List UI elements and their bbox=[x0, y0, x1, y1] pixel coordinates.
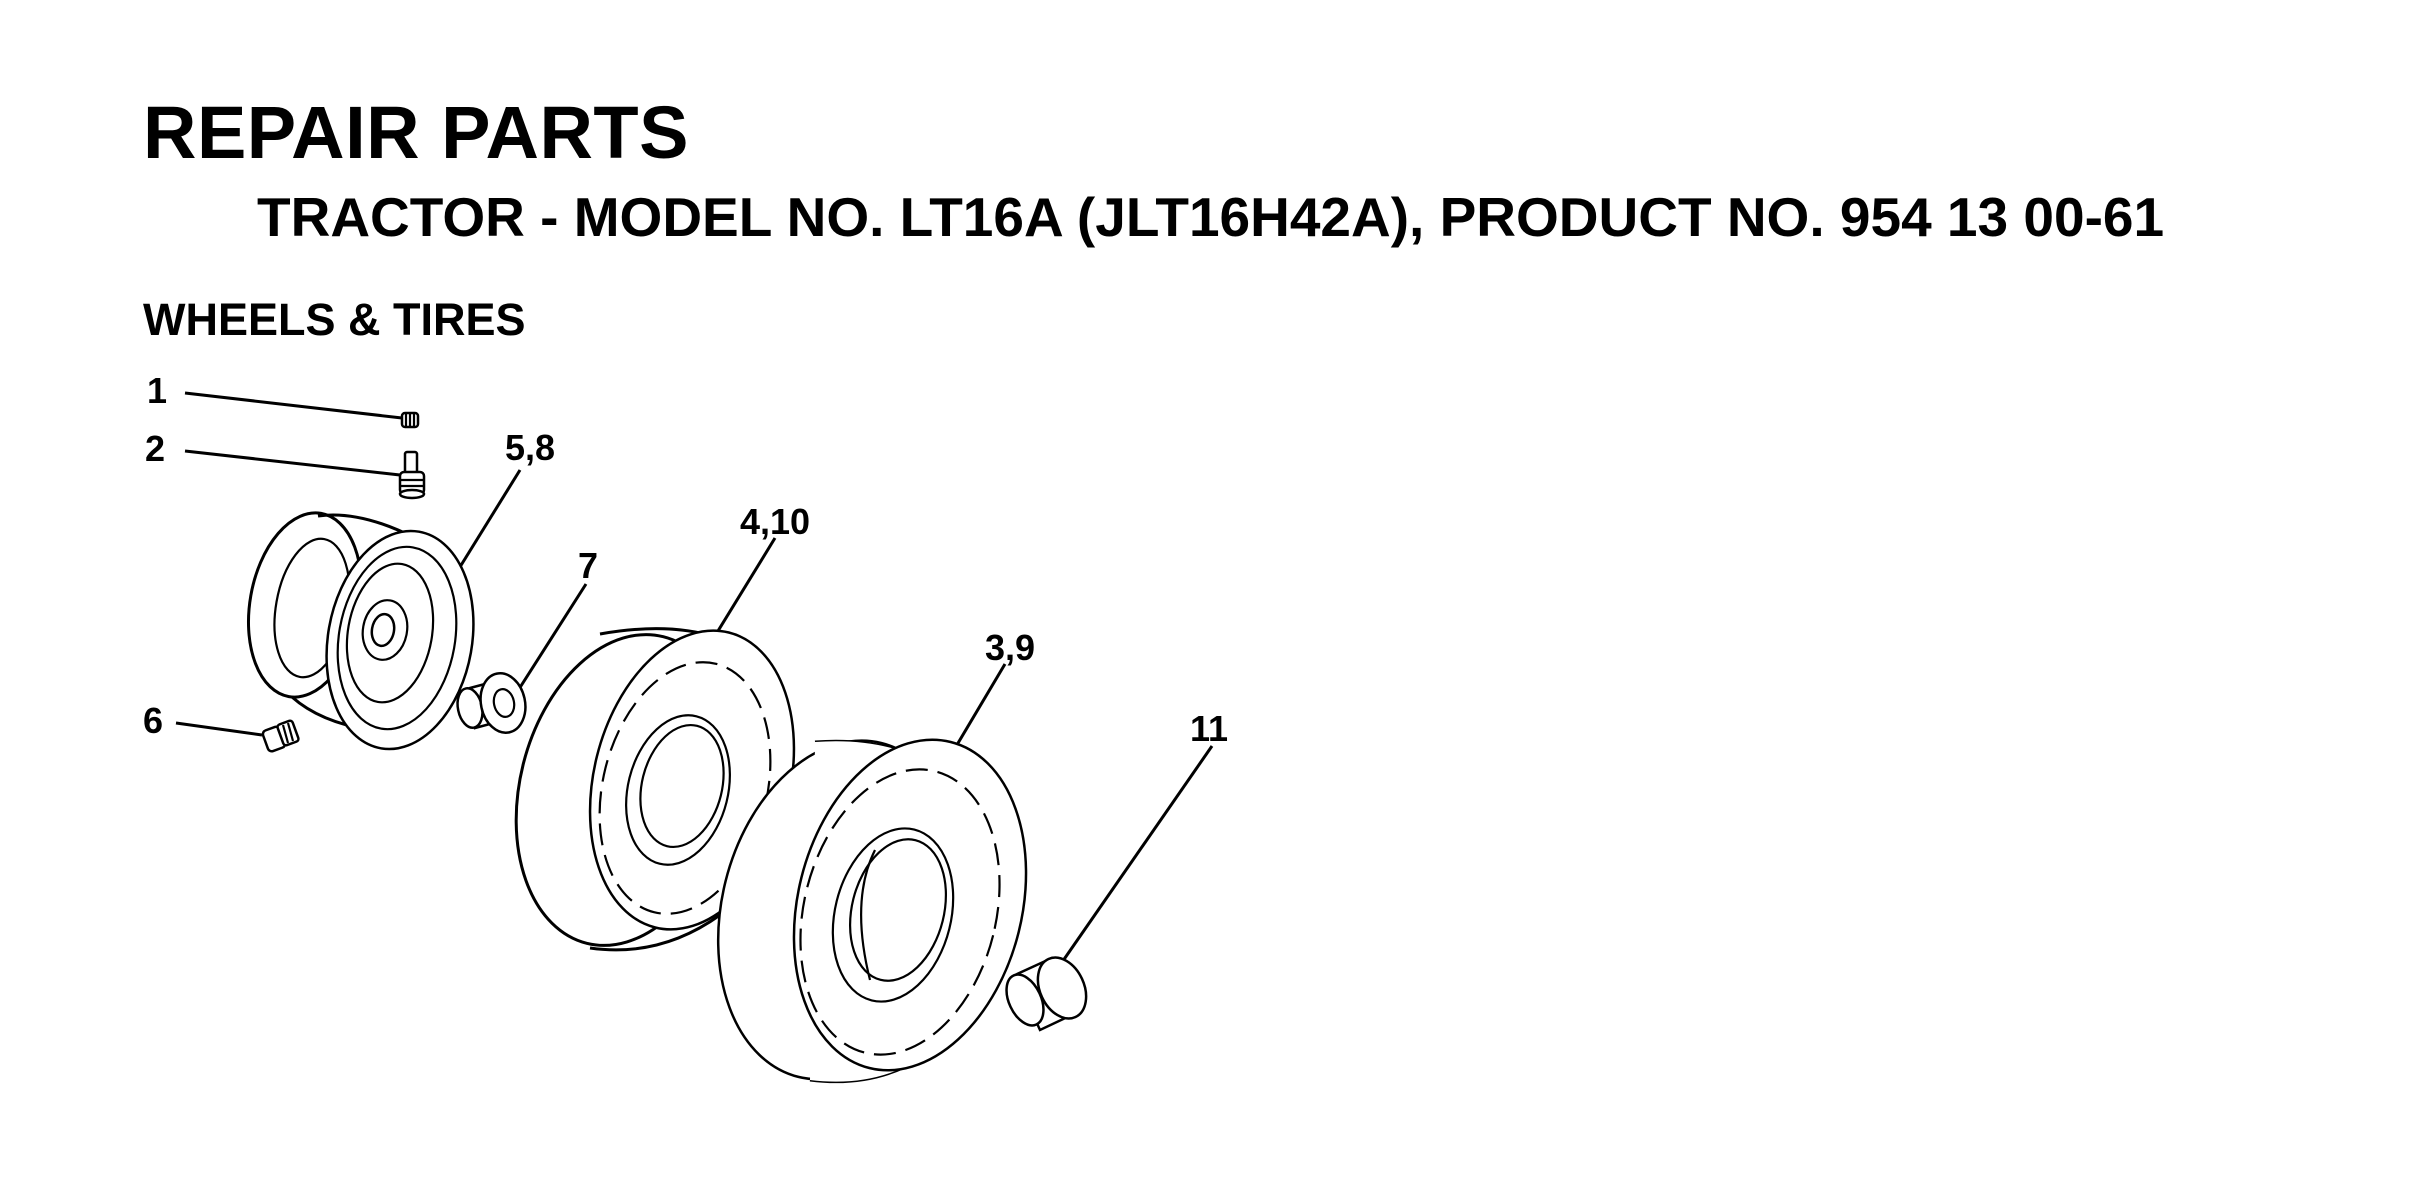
leader-lines bbox=[175, 391, 1214, 969]
leader-line-410 bbox=[708, 537, 777, 645]
valve-stem-icon bbox=[398, 450, 426, 500]
bushing-icon bbox=[456, 672, 527, 734]
leader-line-7 bbox=[510, 583, 588, 701]
leader-line-2 bbox=[184, 449, 401, 477]
leader-line-6 bbox=[175, 721, 263, 737]
wheel-rim-icon bbox=[246, 511, 475, 751]
leader-line-11 bbox=[1056, 745, 1214, 969]
callout-11: 11 bbox=[1190, 708, 1228, 749]
page-title: REPAIR PARTS bbox=[143, 91, 689, 174]
callout-1: 1 bbox=[147, 370, 167, 411]
section-title: WHEELS & TIRES bbox=[143, 294, 526, 345]
hub-cap-icon bbox=[1005, 956, 1088, 1032]
tire-icon-39 bbox=[716, 738, 1028, 1084]
callout-5-8: 5,8 bbox=[505, 427, 555, 468]
valve-cap-icon bbox=[400, 411, 420, 429]
leader-line-58 bbox=[453, 469, 522, 576]
callout-7: 7 bbox=[578, 545, 598, 586]
callout-3-9: 3,9 bbox=[985, 627, 1035, 668]
grease-fitting-icon bbox=[261, 719, 300, 753]
leader-line-1 bbox=[184, 391, 403, 420]
callout-labels: 1 2 5,8 7 4,10 3,9 6 11 bbox=[143, 370, 1228, 749]
callout-6: 6 bbox=[143, 700, 163, 741]
callout-4-10: 4,10 bbox=[740, 501, 810, 542]
model-subtitle: TRACTOR - MODEL NO. LT16A (JLT16H42A), P… bbox=[257, 186, 2165, 248]
callout-2: 2 bbox=[145, 428, 165, 469]
